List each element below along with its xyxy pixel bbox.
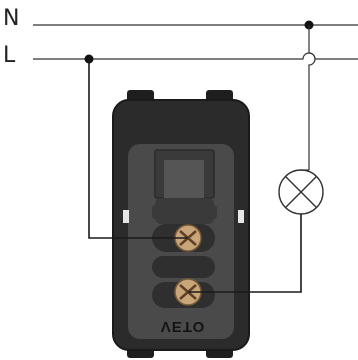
line-wire xyxy=(33,52,358,60)
rocker-mechanism xyxy=(152,149,217,224)
switch-body-shadow xyxy=(112,99,250,351)
lamp-icon xyxy=(278,169,324,215)
brand-label: VETO xyxy=(161,318,206,335)
side-clip-right xyxy=(238,210,244,223)
line-to-switch-wire xyxy=(88,59,188,239)
side-clip-left xyxy=(123,210,129,223)
switch: VETO xyxy=(112,90,250,358)
switch-to-lamp-wire xyxy=(188,214,302,293)
neutral-label: N xyxy=(3,6,19,31)
line-label: L xyxy=(3,43,16,68)
neutral-to-lamp-wire xyxy=(308,25,316,170)
terminal-slot-middle xyxy=(152,256,215,278)
